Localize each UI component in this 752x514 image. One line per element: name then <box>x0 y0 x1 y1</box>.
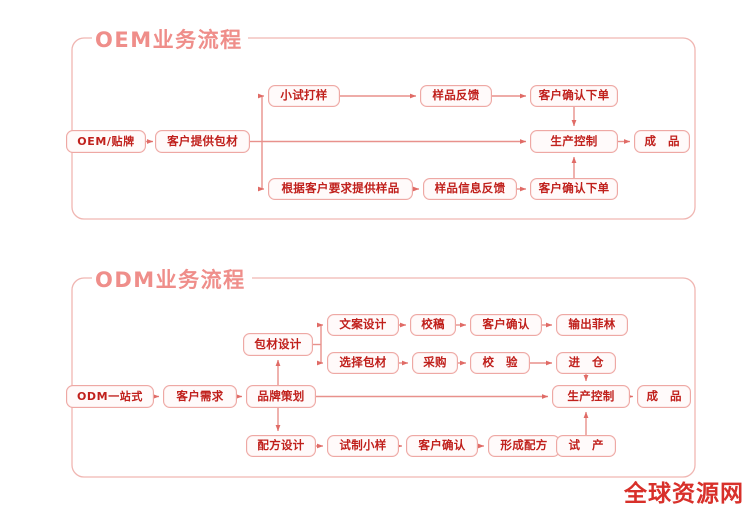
odm-connectors <box>153 322 634 449</box>
node-odm-demand[interactable]: 客户需求 <box>163 385 237 408</box>
section-title-oem: OEM业务流程 <box>95 28 243 52</box>
section-title-odm: ODM业务流程 <box>95 268 246 292</box>
node-odm-check[interactable]: 校 验 <box>470 352 530 374</box>
node-oem-feedback[interactable]: 样品反馈 <box>420 85 492 107</box>
node-oem-trial[interactable]: 小试打样 <box>268 85 340 107</box>
oem-frame <box>71 37 696 220</box>
node-odm-confirm1[interactable]: 客户确认 <box>470 314 542 336</box>
node-oem-sinfo[interactable]: 样品信息反馈 <box>423 178 517 200</box>
node-odm-proof[interactable]: 校稿 <box>410 314 456 336</box>
odm-frame <box>71 277 696 478</box>
node-odm-formula[interactable]: 配方设计 <box>246 435 316 457</box>
node-odm-film[interactable]: 输出菲林 <box>556 314 628 336</box>
node-odm-copy[interactable]: 文案设计 <box>327 314 399 336</box>
node-oem-product[interactable]: 成 品 <box>634 130 690 153</box>
node-odm-control[interactable]: 生产控制 <box>552 385 630 408</box>
node-oem-confirm2[interactable]: 客户确认下单 <box>530 178 618 200</box>
node-odm-product[interactable]: 成 品 <box>637 385 691 408</box>
node-odm-confirm2[interactable]: 客户确认 <box>406 435 478 457</box>
node-oem-control[interactable]: 生产控制 <box>530 130 618 153</box>
node-odm-formed[interactable]: 形成配方 <box>488 435 560 457</box>
node-odm-purchase[interactable]: 采购 <box>412 352 458 374</box>
node-oem-sample[interactable]: 根据客户要求提供样品 <box>268 178 413 200</box>
oem-connectors <box>146 93 631 192</box>
node-odm-selpkg[interactable]: 选择包材 <box>327 352 399 374</box>
node-odm-storage[interactable]: 进 仓 <box>556 352 616 374</box>
node-odm-start[interactable]: ODM一站式 <box>66 385 154 408</box>
node-oem-pack[interactable]: 客户提供包材 <box>155 130 250 153</box>
node-oem-confirm1[interactable]: 客户确认下单 <box>530 85 618 107</box>
node-odm-pilot[interactable]: 试 产 <box>556 435 616 457</box>
node-oem-start[interactable]: OEM/贴牌 <box>66 130 146 153</box>
node-odm-pkgdesign[interactable]: 包材设计 <box>243 333 313 356</box>
node-odm-trial[interactable]: 试制小样 <box>327 435 399 457</box>
node-odm-brand[interactable]: 品牌策划 <box>246 385 316 408</box>
watermark: 全球资源网 <box>624 481 744 507</box>
